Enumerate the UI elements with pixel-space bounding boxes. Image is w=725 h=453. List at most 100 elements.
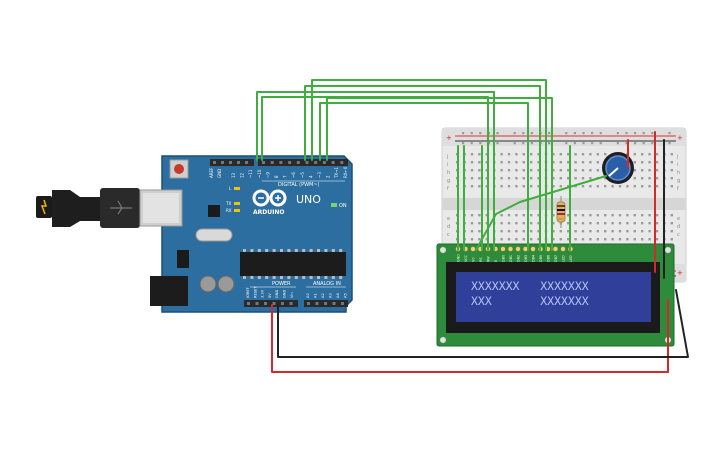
analog-pin-label: A3 <box>329 293 333 298</box>
lcd-pin[interactable] <box>515 246 521 252</box>
analog-pin-label: A0 <box>306 293 310 298</box>
wire-pot-v0[interactable] <box>475 175 607 251</box>
analog-pin-label: A1 <box>314 293 318 298</box>
wires[interactable] <box>256 79 689 373</box>
digital-label: DIGITAL (PWM~) <box>278 182 320 188</box>
lcd-line-1: XXXXXXX XXXXXXX <box>471 279 589 293</box>
arduino-uno-board[interactable]: ARDUINO UNO ON L TX RX AREF <box>36 155 353 313</box>
wire-pin3-db6[interactable] <box>319 102 529 251</box>
digital-pin-label: 7 <box>283 175 288 178</box>
led-rx <box>234 209 240 212</box>
led-l-label: L <box>229 186 232 191</box>
power-header[interactable] <box>244 300 348 307</box>
analog-pin-label: A5 <box>344 293 348 298</box>
digital-pin-label: 4 <box>308 175 313 178</box>
svg-text:c: c <box>447 232 450 238</box>
svg-text:e: e <box>447 216 450 222</box>
digital-pin-label: ~10 <box>257 169 262 178</box>
lcd-pin[interactable] <box>530 246 536 252</box>
resistor-icon[interactable] <box>556 196 566 228</box>
potentiometer-icon[interactable] <box>602 152 634 184</box>
lcd-pin[interactable] <box>470 246 476 252</box>
svg-text:j: j <box>676 154 678 160</box>
reset-button-icon[interactable] <box>169 159 189 179</box>
lcd-pin-label: DB6 <box>547 255 551 262</box>
lcd-pin-label: V0 <box>472 258 476 262</box>
on-led <box>331 203 337 207</box>
svg-text:f: f <box>677 186 679 192</box>
svg-text:g: g <box>447 178 450 184</box>
svg-text:i: i <box>447 162 448 168</box>
digital-pin-label: 2 <box>326 175 331 178</box>
analog-pin-label: A4 <box>336 293 340 298</box>
atmega-chip <box>240 249 346 279</box>
lcd-pin-label: LED <box>569 255 573 262</box>
led-tx-label: TX <box>225 201 231 206</box>
svg-text:f: f <box>447 186 449 192</box>
rail-plus-label-bottom: + <box>677 269 683 277</box>
power-pin-label: GND <box>275 290 279 298</box>
power-pin-label: 3.3V <box>261 289 265 298</box>
power-pin-label: IOREF <box>246 287 250 298</box>
power-pin-label: GND <box>283 290 287 298</box>
svg-text:h: h <box>447 170 450 176</box>
usb-chip <box>208 205 220 217</box>
arduino-logo-icon <box>252 189 287 207</box>
gnd-label: GND <box>217 169 222 178</box>
lcd-screen <box>456 272 651 322</box>
capacitor-1 <box>199 275 217 293</box>
lcd-pin-label: RW <box>487 256 491 262</box>
digital-header[interactable] <box>210 159 348 166</box>
wire-gnd[interactable] <box>277 289 689 358</box>
power-pin-label: RESET <box>253 286 257 298</box>
wire-pin4-db5[interactable] <box>311 79 547 251</box>
power-pin-label: Vin <box>290 292 294 298</box>
voltage-regulator <box>177 250 189 268</box>
digital-pin-label: RX←0 <box>343 166 348 178</box>
digital-pin-label: 8 <box>274 175 279 178</box>
digital-pin-label: 12 <box>240 172 245 178</box>
wire-pin2-db7[interactable] <box>326 97 553 251</box>
row-labels-top: j i h g f j i h g f <box>446 154 680 192</box>
arduino-logo-text: ARDUINO <box>253 209 284 216</box>
lcd-pin-label: DB0 <box>502 255 506 262</box>
digital-pin-label: ~6 <box>291 172 296 178</box>
lcd-pin[interactable] <box>552 246 559 252</box>
svg-text:d: d <box>677 224 680 230</box>
lcd-line-2: XXX XXXXXXX <box>471 294 589 308</box>
lcd-pin-label: LED <box>562 255 566 262</box>
lcd-pin-label: DB1 <box>509 255 513 262</box>
wire-pin12-rs[interactable] <box>256 91 495 251</box>
lcd-pin[interactable] <box>500 246 506 252</box>
analog-label: ANALOG IN <box>313 281 341 287</box>
usb-cable-icon[interactable] <box>36 188 140 228</box>
digital-pin-label: 13 <box>231 172 236 178</box>
lcd-pin-label: DB5 <box>539 255 543 262</box>
power-label: POWER <box>272 281 291 287</box>
lcd-pin[interactable] <box>507 246 514 252</box>
on-led-label: ON <box>339 203 347 209</box>
lcd-pin-label: DB7 <box>554 255 558 262</box>
lcd-pin-label: VCC <box>464 254 468 262</box>
svg-text:e: e <box>677 216 680 222</box>
svg-text:g: g <box>677 178 680 184</box>
lcd-pin[interactable] <box>560 246 566 252</box>
aref-label: AREF <box>209 167 214 178</box>
svg-text:j: j <box>446 154 448 160</box>
lcd-pin-label: RS <box>479 257 483 262</box>
digital-pin-label: ~11 <box>248 169 253 178</box>
digital-pin-label: ~3 <box>317 172 322 178</box>
rail-plus-label-right: + <box>677 134 683 142</box>
svg-text:c: c <box>677 232 680 238</box>
wire-5v[interactable] <box>271 299 669 373</box>
row-labels-bottom: e d c e d c <box>447 216 680 238</box>
lcd-pin-label: E <box>494 260 498 262</box>
analog-pin-label: A2 <box>321 293 325 298</box>
lcd-pin-label: GND <box>457 254 461 262</box>
svg-text:d: d <box>447 224 450 230</box>
rail-plus-label: + <box>446 134 452 142</box>
